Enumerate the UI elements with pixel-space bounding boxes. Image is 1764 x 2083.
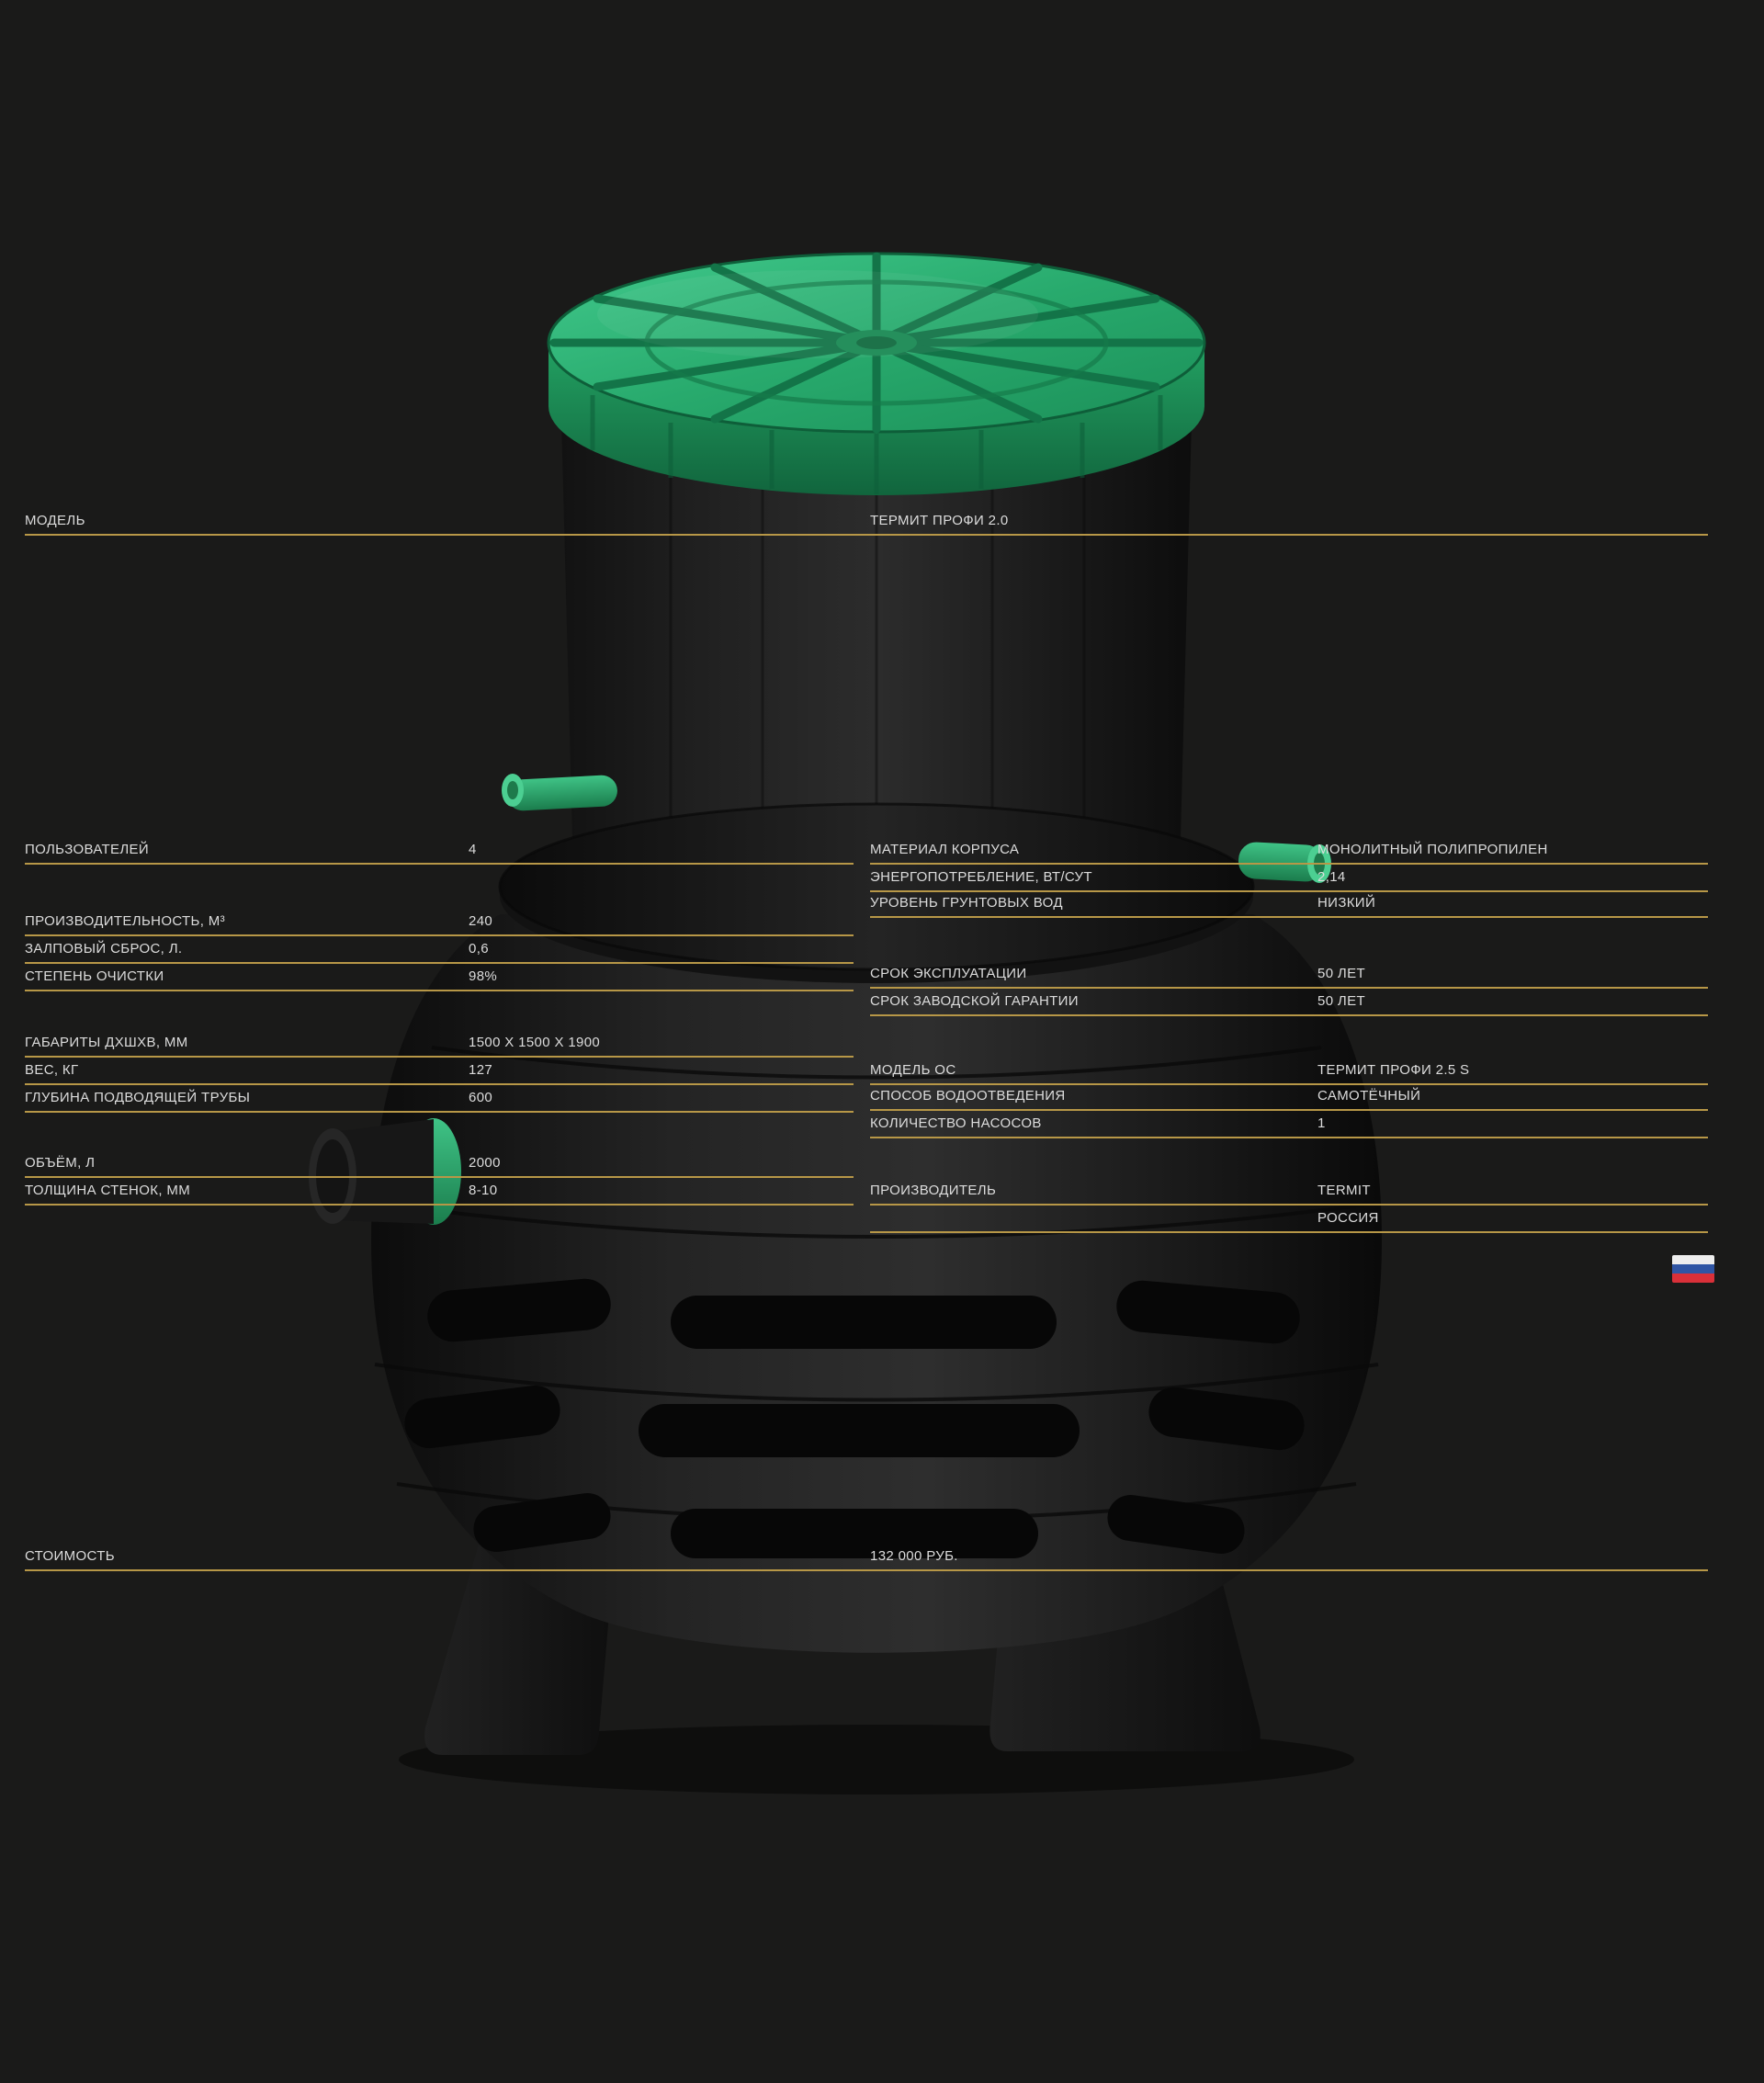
spec-row-service-life: СРОК ЭКСПЛУАТАЦИИ 50 ЛЕТ <box>870 961 1708 989</box>
spec-value-os-model: ТЕРМИТ ПРОФИ 2.5 S <box>1317 1062 1470 1078</box>
spec-value-country: РОССИЯ <box>1317 1210 1379 1226</box>
flag-stripe-red <box>1672 1274 1714 1283</box>
spec-value-energy: 2,14 <box>1317 869 1346 885</box>
spec-value-material: МОНОЛИТНЫЙ ПОЛИПРОПИЛЕН <box>1317 842 1548 857</box>
spec-label-weight: ВЕС, КГ <box>25 1062 79 1078</box>
spec-label-warranty: СРОК ЗАВОДСКОЙ ГАРАНТИИ <box>870 993 1079 1009</box>
spec-row-drainage: СПОСОБ ВОДООТВЕДЕНИЯ САМОТЁЧНЫЙ <box>870 1083 1708 1111</box>
spec-row-model: МОДЕЛЬ ТЕРМИТ ПРОФИ 2.0 <box>25 508 1708 536</box>
spec-value-price: 132 000 РУБ. <box>870 1548 958 1564</box>
tank-illustration <box>276 248 1470 1801</box>
spec-label-users: ПОЛЬЗОВАТЕЛЕЙ <box>25 842 150 857</box>
spec-row-groundwater: УРОВЕНЬ ГРУНТОВЫХ ВОД НИЗКИЙ <box>870 890 1708 918</box>
spec-row-pumps: КОЛИЧЕСТВО НАСОСОВ 1 <box>870 1111 1708 1138</box>
spec-label-drainage: СПОСОБ ВОДООТВЕДЕНИЯ <box>870 1088 1066 1104</box>
spec-row-salvo: ЗАЛПОВЫЙ СБРОС, Л. 0,6 <box>25 936 854 964</box>
spec-value-salvo: 0,6 <box>469 941 489 957</box>
spec-label-pumps: КОЛИЧЕСТВО НАСОСОВ <box>870 1115 1042 1131</box>
spec-value-drainage: САМОТЁЧНЫЙ <box>1317 1088 1421 1104</box>
spec-label-wall: ТОЛЩИНА СТЕНОК, ММ <box>25 1183 191 1198</box>
spec-value-weight: 127 <box>469 1062 493 1078</box>
spec-row-weight: ВЕС, КГ 127 <box>25 1058 854 1085</box>
spec-row-warranty: СРОК ЗАВОДСКОЙ ГАРАНТИИ 50 ЛЕТ <box>870 989 1708 1016</box>
flag-stripe-white <box>1672 1255 1714 1264</box>
spec-row-energy: ЭНЕРГОПОТРЕБЛЕНИЕ, ВТ/СУТ 2,14 <box>870 865 1708 892</box>
russia-flag-icon <box>1672 1255 1714 1283</box>
spec-label-groundwater: УРОВЕНЬ ГРУНТОВЫХ ВОД <box>870 895 1063 911</box>
spec-value-volume: 2000 <box>469 1155 501 1171</box>
spec-label-energy: ЭНЕРГОПОТРЕБЛЕНИЕ, ВТ/СУТ <box>870 869 1092 885</box>
spec-value-inlet-depth: 600 <box>469 1090 493 1105</box>
spec-value-model: ТЕРМИТ ПРОФИ 2.0 <box>870 513 1009 528</box>
spec-label-manufacturer: ПРОИЗВОДИТЕЛЬ <box>870 1183 997 1198</box>
spec-value-pumps: 1 <box>1317 1115 1326 1131</box>
spec-value-capacity: 240 <box>469 913 493 929</box>
spec-label-capacity: ПРОИЗВОДИТЕЛЬНОСТЬ, М³ <box>25 913 225 929</box>
spec-label-service-life: СРОК ЭКСПЛУАТАЦИИ <box>870 966 1027 981</box>
spec-label-inlet-depth: ГЛУБИНА ПОДВОДЯЩЕЙ ТРУБЫ <box>25 1090 251 1105</box>
spec-value-wall: 8-10 <box>469 1183 498 1198</box>
spec-value-manufacturer: TERMIT <box>1317 1183 1371 1198</box>
spec-row-wall: ТОЛЩИНА СТЕНОК, ММ 8-10 <box>25 1178 854 1206</box>
spec-label-volume: ОБЪЁМ, Л <box>25 1155 96 1171</box>
spec-label-salvo: ЗАЛПОВЫЙ СБРОС, Л. <box>25 941 183 957</box>
spec-row-price: СТОИМОСТЬ 132 000 РУБ. <box>25 1544 1708 1571</box>
spec-row-volume: ОБЪЁМ, Л 2000 <box>25 1150 854 1178</box>
spec-row-dimensions: ГАБАРИТЫ ДХШХВ, ММ 1500 X 1500 X 1900 <box>25 1030 854 1058</box>
septic-tank-image <box>309 252 1382 1794</box>
spec-row-users: ПОЛЬЗОВАТЕЛЕЙ 4 <box>25 837 854 865</box>
spec-row-capacity: ПРОИЗВОДИТЕЛЬНОСТЬ, М³ 240 <box>25 909 854 936</box>
spec-row-country: РОССИЯ <box>870 1206 1708 1233</box>
spec-row-material: МАТЕРИАЛ КОРПУСА МОНОЛИТНЫЙ ПОЛИПРОПИЛЕН <box>870 837 1708 865</box>
spec-value-purification: 98% <box>469 968 498 984</box>
spec-label-price: СТОИМОСТЬ <box>25 1548 115 1564</box>
spec-label-material: МАТЕРИАЛ КОРПУСА <box>870 842 1020 857</box>
spec-label-os-model: МОДЕЛЬ ОС <box>870 1062 956 1078</box>
spec-row-manufacturer: ПРОИЗВОДИТЕЛЬ TERMIT <box>870 1178 1708 1206</box>
spec-value-groundwater: НИЗКИЙ <box>1317 895 1376 911</box>
spec-row-inlet-depth: ГЛУБИНА ПОДВОДЯЩЕЙ ТРУБЫ 600 <box>25 1085 854 1113</box>
spec-label-model: МОДЕЛЬ <box>25 513 85 528</box>
spec-value-users: 4 <box>469 842 477 857</box>
flag-stripe-blue <box>1672 1264 1714 1274</box>
spec-label-dimensions: ГАБАРИТЫ ДХШХВ, ММ <box>25 1035 188 1050</box>
spec-value-dimensions: 1500 X 1500 X 1900 <box>469 1035 601 1050</box>
spec-value-warranty: 50 ЛЕТ <box>1317 993 1365 1009</box>
spec-label-purification: СТЕПЕНЬ ОЧИСТКИ <box>25 968 164 984</box>
spec-row-os-model: МОДЕЛЬ ОС ТЕРМИТ ПРОФИ 2.5 S <box>870 1058 1708 1085</box>
spec-value-service-life: 50 ЛЕТ <box>1317 966 1365 981</box>
spec-row-purification: СТЕПЕНЬ ОЧИСТКИ 98% <box>25 964 854 991</box>
